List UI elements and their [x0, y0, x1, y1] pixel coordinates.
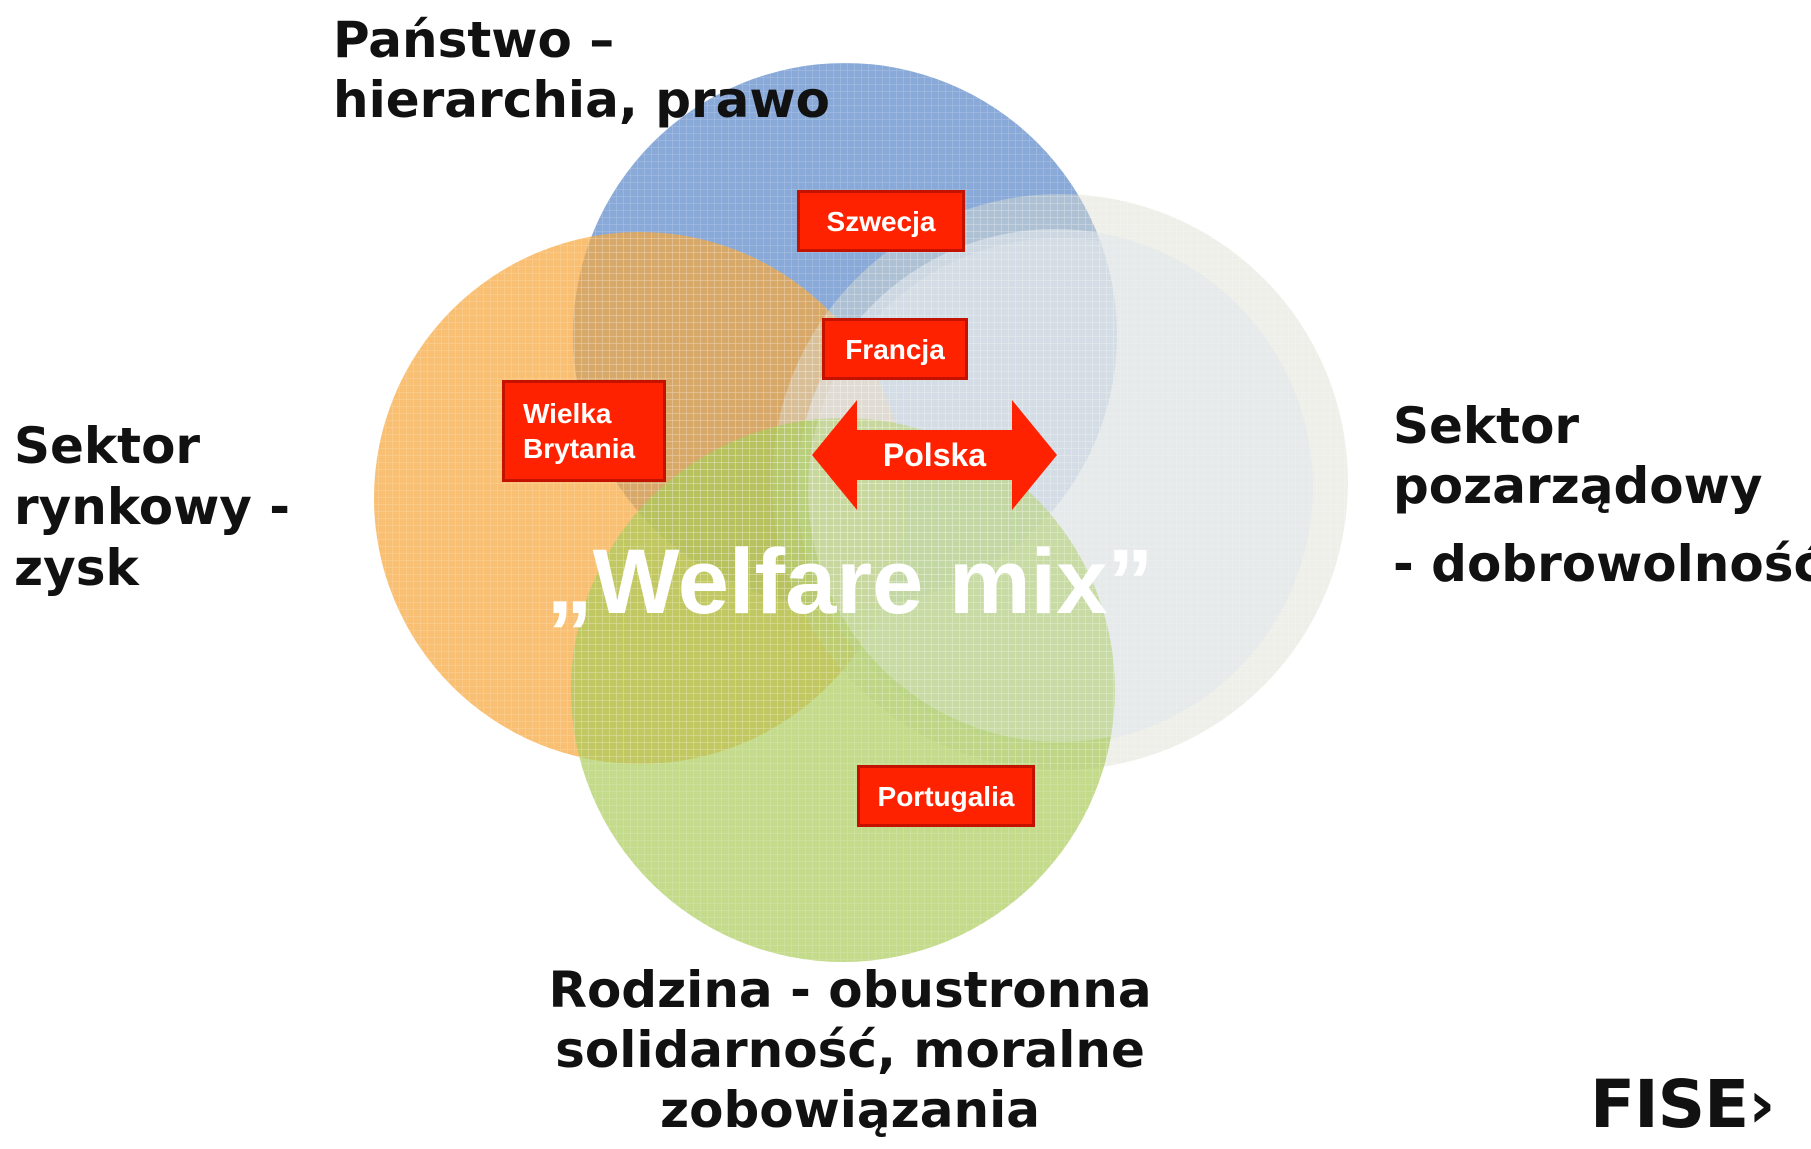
welfare-mix-title: „Welfare mix”: [546, 531, 1154, 633]
country-tag-text: Szwecja: [826, 205, 936, 237]
country-tag-text: Brytania: [523, 433, 636, 464]
state-label: Państwo – hierarchia, prawo: [333, 10, 830, 130]
polska-double-arrow: [812, 400, 1057, 510]
ngo-label-line: - dobrowolność: [1393, 535, 1811, 593]
country-tag-text: Francja: [845, 333, 945, 365]
country-tag-portugalia: Portugalia: [857, 765, 1035, 827]
ngo-label-line: pozarządowy: [1393, 457, 1763, 515]
state-label-line: hierarchia, prawo: [333, 71, 830, 129]
ngo-label-line: Sektor: [1393, 397, 1580, 455]
ngo-sector-label: Sektor pozarządowy - dobrowolność: [1393, 396, 1811, 594]
country-tag-szwecja: Szwecja: [797, 190, 965, 252]
family-label-line: Rodzina - obustronna: [548, 961, 1152, 1019]
family-label-line: zobowiązania: [660, 1081, 1040, 1139]
market-label-line: Sektor: [14, 417, 201, 475]
market-sector-label: Sektor rynkowy - zysk: [14, 416, 290, 599]
family-label-line: solidarność, moralne: [555, 1021, 1145, 1079]
fise-logo: FISE›: [1590, 1066, 1775, 1143]
market-label-line: rynkowy -: [14, 478, 291, 536]
country-tag-wielka-brytania: Wielka Brytania: [502, 380, 666, 482]
country-tag-francja: Francja: [822, 318, 968, 380]
polska-label: Polska: [882, 437, 987, 473]
country-tag-text: Portugalia: [877, 780, 1015, 812]
market-label-line: zysk: [14, 539, 139, 597]
family-label: Rodzina - obustronna solidarność, moraln…: [520, 960, 1180, 1140]
country-tag-text: Wielka: [523, 398, 612, 429]
state-label-line: Państwo –: [333, 11, 615, 69]
